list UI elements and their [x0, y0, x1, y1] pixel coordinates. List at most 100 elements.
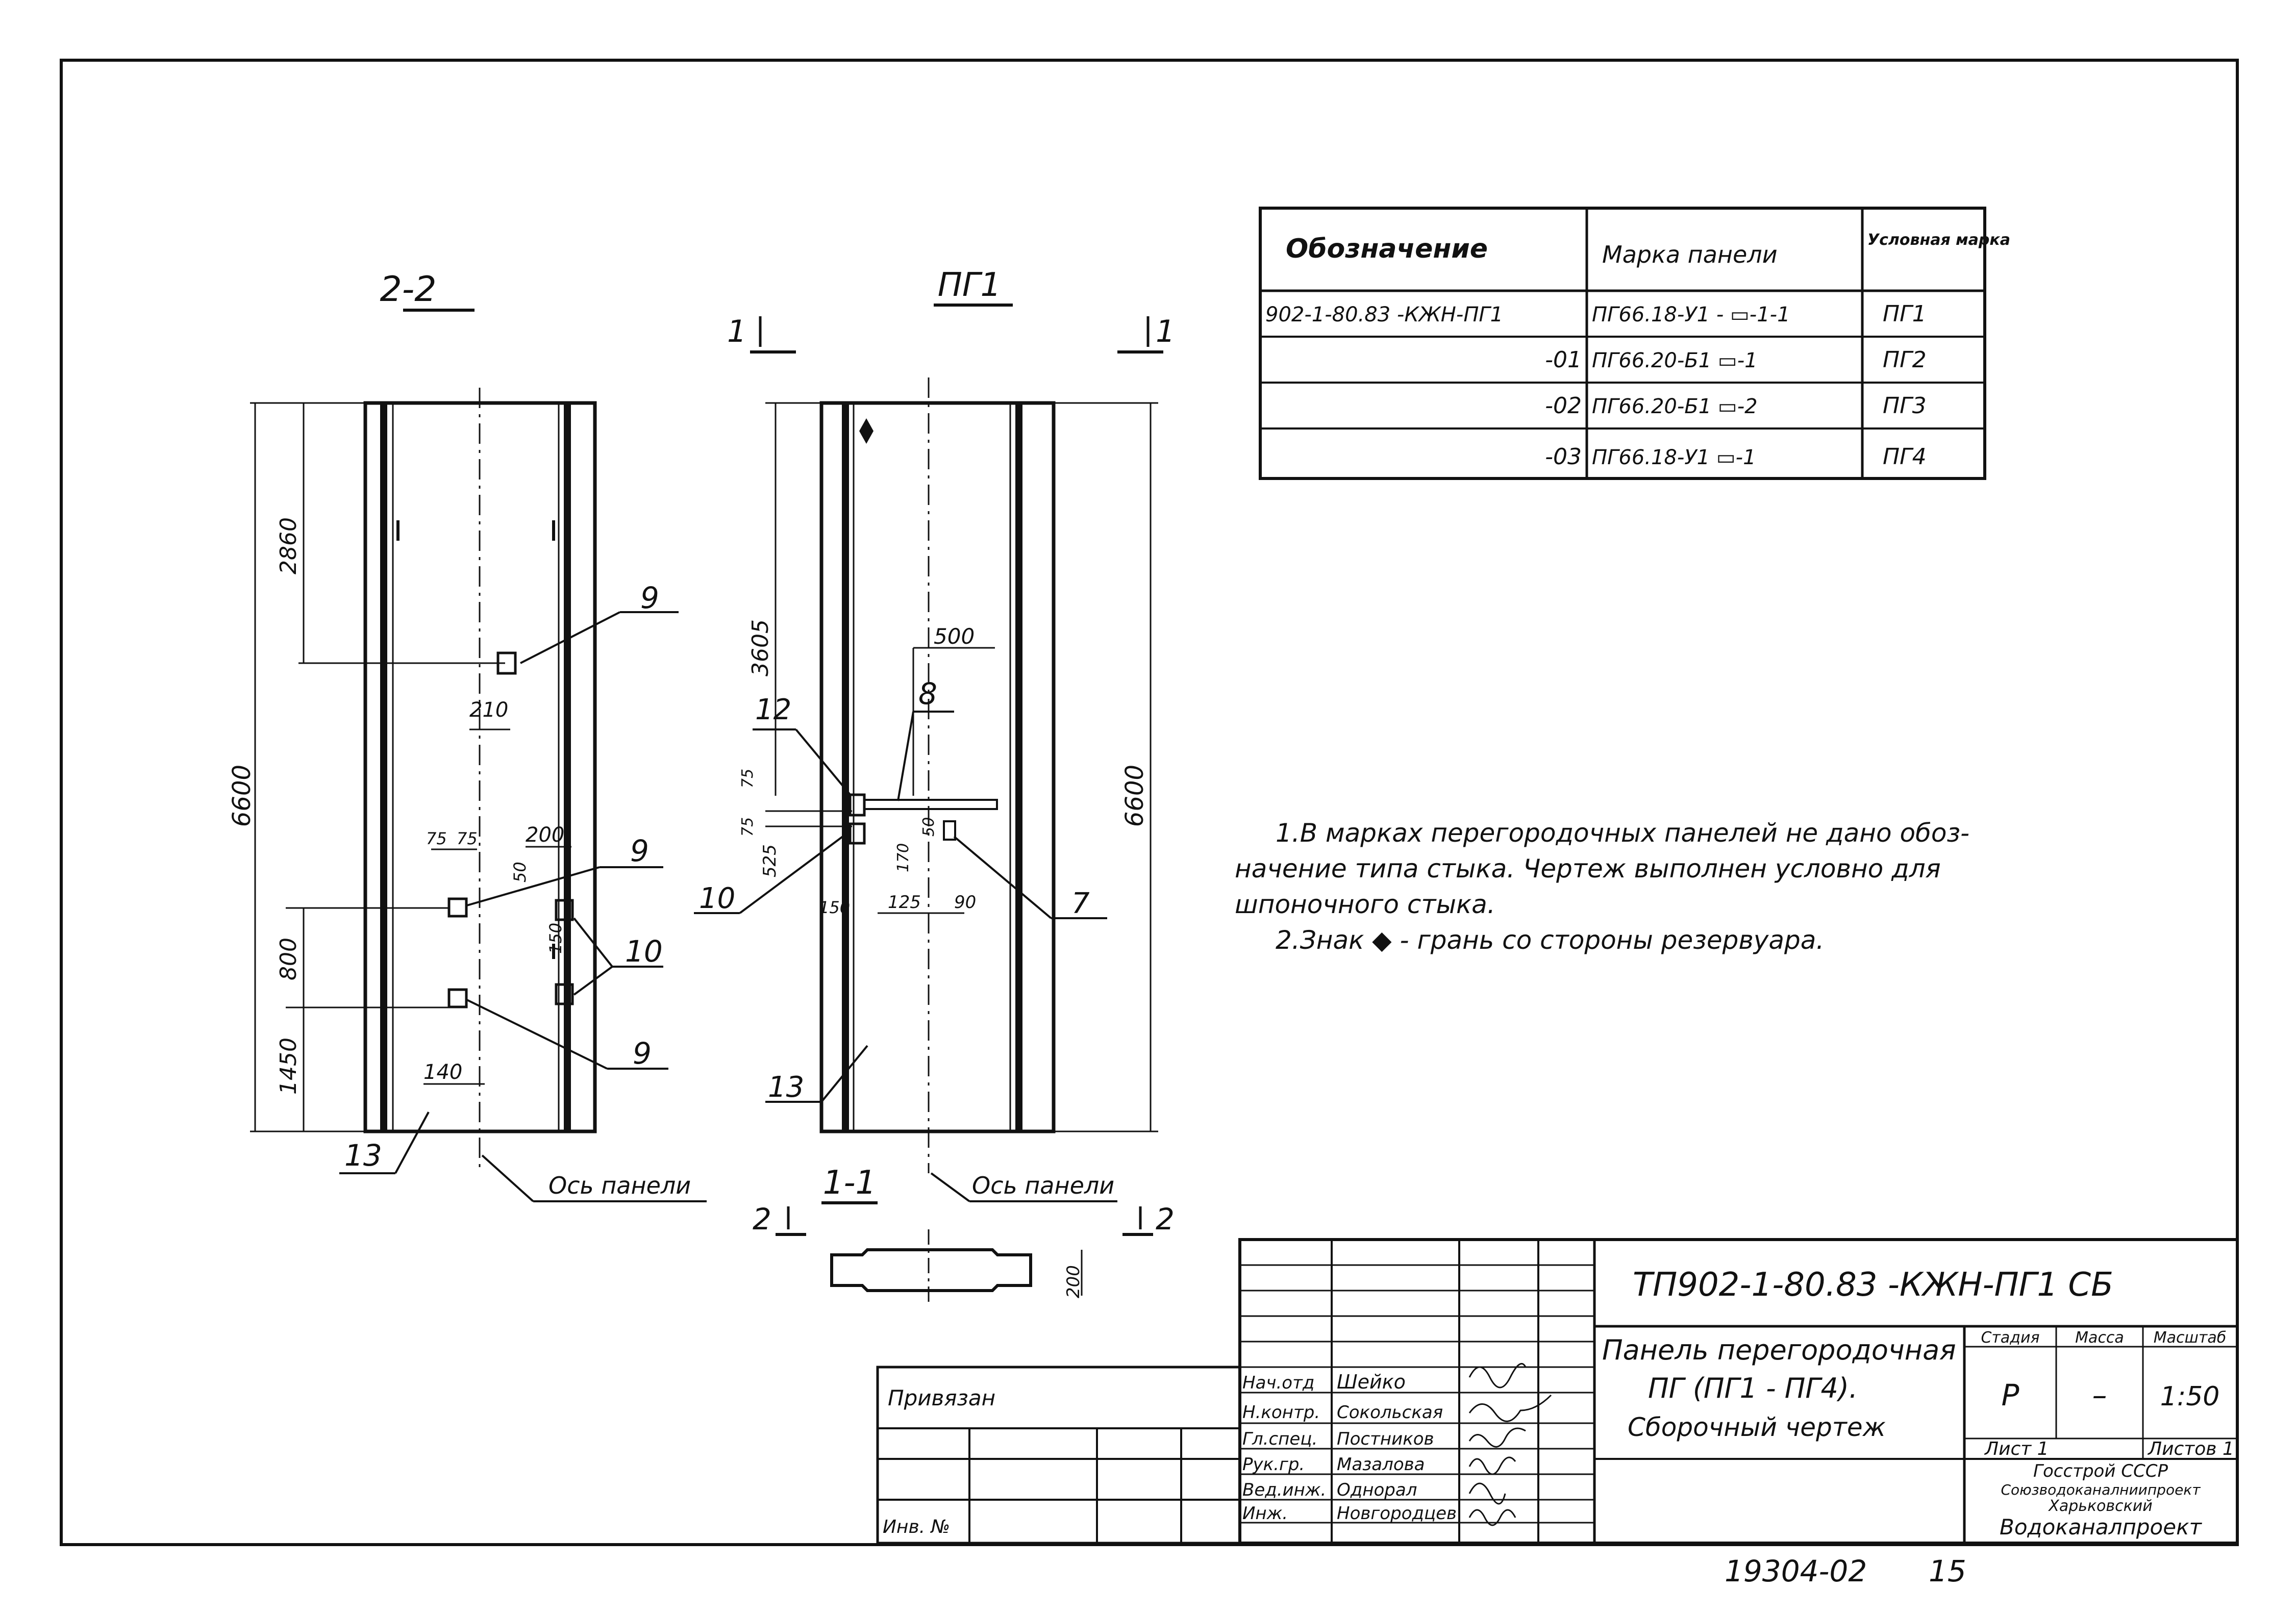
dim-label: 200 [1063, 1265, 1084, 1298]
panel-rib [842, 403, 849, 1131]
embedded-plate [555, 899, 574, 921]
panel-rib [1015, 403, 1022, 1131]
spec-row-designation: -02 [1545, 393, 1582, 419]
signature [1468, 1427, 1526, 1448]
role-name: Сокольская [1337, 1402, 1443, 1423]
sheet-value: Лист 1 [1984, 1439, 2049, 1459]
spec-row-designation: -01 [1545, 347, 1582, 373]
callout-7: 7 [1071, 887, 1090, 920]
stage-value: Р [2002, 1378, 2019, 1412]
callout-9: 9 [630, 834, 649, 868]
dim-label: 1450 [276, 1038, 302, 1095]
axis-label: Ось панели [972, 1172, 1114, 1199]
role-label: Вед.инж. [1242, 1480, 1326, 1500]
spec-row-cond-mark: ПГ4 [1883, 444, 1927, 470]
panel-rib [564, 403, 571, 1131]
callout-9: 9 [640, 581, 659, 615]
name-line: ПГ (ПГ1 - ПГ4). [1648, 1372, 1858, 1404]
view-title: 1-1 [823, 1164, 877, 1202]
cut-mark: 1 [1156, 314, 1175, 349]
dim-label: 800 [276, 938, 302, 980]
axis-label: Ось панели [548, 1172, 691, 1199]
dim-label: 170 [894, 843, 912, 872]
cut-mark: 1 [727, 314, 746, 349]
archive-number: 19304-02 [1725, 1554, 1867, 1588]
spec-row-cond-mark: ПГ3 [1883, 393, 1927, 419]
note-line: начение типа стыка. Чертеж выполнен усло… [1235, 854, 1941, 884]
dim-label: 150 [546, 923, 565, 954]
spec-row-panel-mark: ПГ66.18-У1 ▭-1 [1592, 446, 1756, 469]
dim-label: 140 [423, 1061, 462, 1084]
mass-header: Масса [2075, 1329, 2124, 1347]
spec-row-designation: -03 [1545, 444, 1582, 470]
org-line: Водоканалпроект [2000, 1515, 2202, 1540]
org-line: Союзводоканалниипроект [2001, 1481, 2201, 1498]
embedded-plate [447, 897, 468, 918]
callout-10: 10 [625, 934, 663, 969]
spec-table: Обозначение Марка панели Условная марка … [1259, 207, 2010, 480]
role-name: Шейко [1337, 1371, 1406, 1393]
callout-10: 10 [699, 882, 735, 915]
signature [1468, 1482, 1506, 1505]
stage-header: Стадия [1981, 1329, 2039, 1347]
role-label: Инж. [1242, 1503, 1288, 1524]
role-label: Нач.отд [1242, 1373, 1314, 1393]
panel-cross-section [830, 1248, 1032, 1292]
name-line: Сборочный чертеж [1628, 1412, 1886, 1442]
dim-label: 500 [934, 624, 975, 649]
cut-mark: 2 [1156, 1202, 1175, 1237]
drawing-code: ТП902-1-80.83 -КЖН-ПГ1 СБ [1633, 1266, 2113, 1304]
section-1-1-view: 1-1 2 2 200 [753, 1164, 1175, 1306]
spec-row-designation: 902-1-80.83 -КЖН-ПГ1 [1265, 303, 1503, 326]
spec-row-panel-mark: ПГ66.18-У1 - ▭-1-1 [1592, 303, 1790, 326]
front-view-pg1: ПГ1 1 1 6600 3605 500 [694, 266, 1175, 1202]
role-label: Н.контр. [1242, 1402, 1320, 1423]
dim-label: 210 [469, 698, 508, 722]
spec-row-cond-mark: ПГ2 [1883, 347, 1927, 373]
callout-8: 8 [918, 676, 937, 711]
embedded-plate [943, 820, 956, 841]
anchor-bar [863, 799, 998, 810]
signature [1468, 1456, 1516, 1475]
dim-label: 75 [426, 829, 447, 848]
dim-label: 2860 [276, 517, 302, 574]
note-line: 2.Знак ◆ - грань со стороны резервуара. [1276, 925, 1824, 955]
spec-header-designation: Обозначение [1286, 234, 1488, 264]
name-line: Панель перегородочная [1602, 1334, 1956, 1366]
role-name: Постников [1337, 1429, 1434, 1449]
panel-rib [380, 403, 387, 1131]
spec-header-cond-mark: Условная марка [1867, 231, 2010, 249]
dim-label: 525 [760, 844, 780, 877]
signature [1468, 1394, 1552, 1422]
callout-12: 12 [755, 693, 791, 726]
note-line: шпоночного стыка. [1235, 890, 1495, 919]
embedded-plate [848, 793, 866, 817]
privyazan-label: Привязан [888, 1385, 995, 1410]
dim-label: 90 [954, 892, 976, 913]
sheet-frame [60, 59, 2239, 1546]
role-label: Гл.спец. [1242, 1429, 1317, 1449]
view-title: 2-2 [380, 269, 436, 310]
dim-label: 50 [920, 817, 938, 837]
dim-label: 75 [739, 817, 757, 837]
role-name: Однорал [1337, 1480, 1417, 1500]
embedded-plate [447, 988, 468, 1008]
embedded-plate [848, 822, 866, 845]
role-name: Мазалова [1337, 1454, 1425, 1475]
dim-label: 200 [526, 823, 564, 847]
section-2-2-view: 2-2 6600 2860 800 1450 [228, 269, 707, 1202]
role-label: Рук.гр. [1242, 1454, 1305, 1475]
dim-label: 150 [819, 898, 850, 917]
spec-header-panel-mark: Марка панели [1602, 241, 1778, 268]
dim-label: 75 [739, 769, 757, 788]
dim-label: 75 [457, 829, 478, 848]
callout-9: 9 [633, 1036, 652, 1071]
cut-mark: 2 [753, 1202, 771, 1237]
org-line: Госстрой СССР [2033, 1461, 2168, 1481]
org-line: Харьковский [2048, 1497, 2152, 1515]
scale-header: Масштаб [2154, 1329, 2227, 1347]
callout-13: 13 [768, 1071, 804, 1104]
archive-sheet: 15 [1929, 1554, 1966, 1588]
view-title: ПГ1 [938, 266, 1002, 304]
